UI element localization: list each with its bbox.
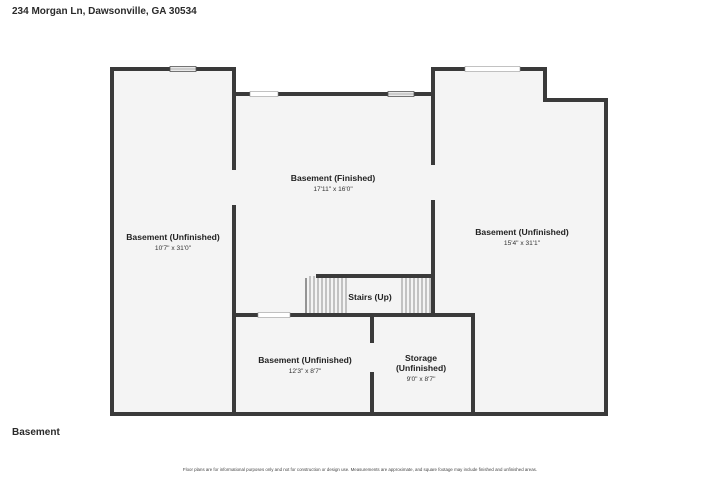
room-left-dims: 10'7" x 31'0" — [155, 245, 192, 252]
windows — [169, 66, 521, 318]
room-center-floor — [234, 94, 433, 315]
wall-right-room — [433, 67, 608, 416]
window-bottom-center — [257, 312, 291, 318]
room-center-dims: 17'11" x 16'0" — [313, 186, 353, 193]
property-address: 234 Morgan Ln, Dawsonville, GA 30534 — [12, 6, 197, 17]
room-right-name: Basement (Unfinished) — [475, 227, 569, 237]
storage-name-line1: Storage — [405, 353, 437, 363]
window-right-room — [464, 66, 521, 72]
window-center-left — [249, 91, 279, 97]
floor-label: Basement — [12, 427, 60, 438]
storage-name-line2: (Unfinished) — [396, 363, 446, 373]
room-labels: Basement (Unfinished) 10'7" x 31'0" Base… — [126, 173, 569, 383]
room-center-name: Basement (Finished) — [291, 173, 376, 183]
room-bottom-floor — [234, 315, 473, 414]
stairs-treads — [309, 276, 431, 315]
room-right-dims: 15'4" x 31'1" — [504, 240, 541, 247]
floor-fills — [112, 69, 606, 414]
stairs-label: Stairs (Up) — [348, 292, 392, 302]
disclaimer: Floor plans are for informational purpos… — [182, 467, 538, 472]
storage-dims: 9'0" x 8'7" — [407, 376, 436, 383]
room-left-name: Basement (Unfinished) — [126, 232, 220, 242]
room-bottom-center-dims: 12'3" x 8'7" — [289, 368, 322, 375]
room-bottom-center-name: Basement (Unfinished) — [258, 355, 352, 365]
room-right-floor — [433, 69, 606, 414]
room-left-floor — [112, 69, 234, 414]
